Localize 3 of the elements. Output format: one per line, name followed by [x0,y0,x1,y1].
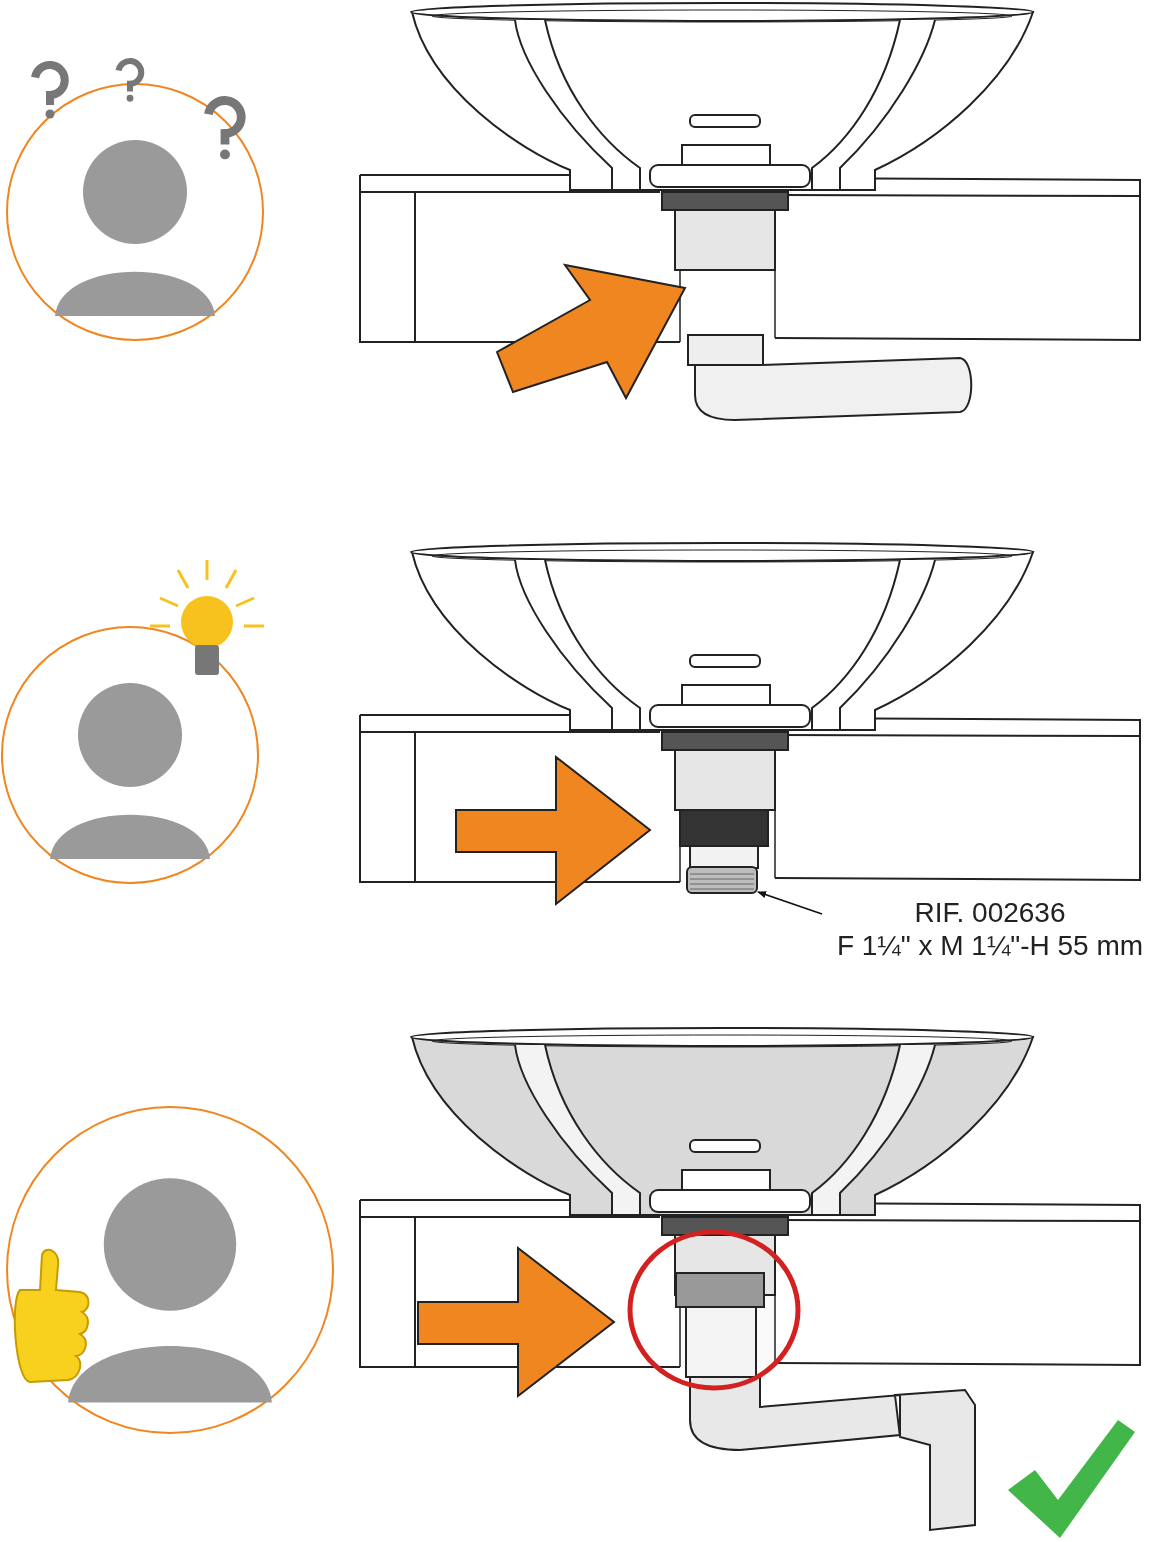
part-spec-text: F 1¼" x M 1¼"-H 55 mm [835,929,1145,962]
part-spec-text: RIF. 002636 [913,896,1067,929]
leader-line [757,891,823,915]
